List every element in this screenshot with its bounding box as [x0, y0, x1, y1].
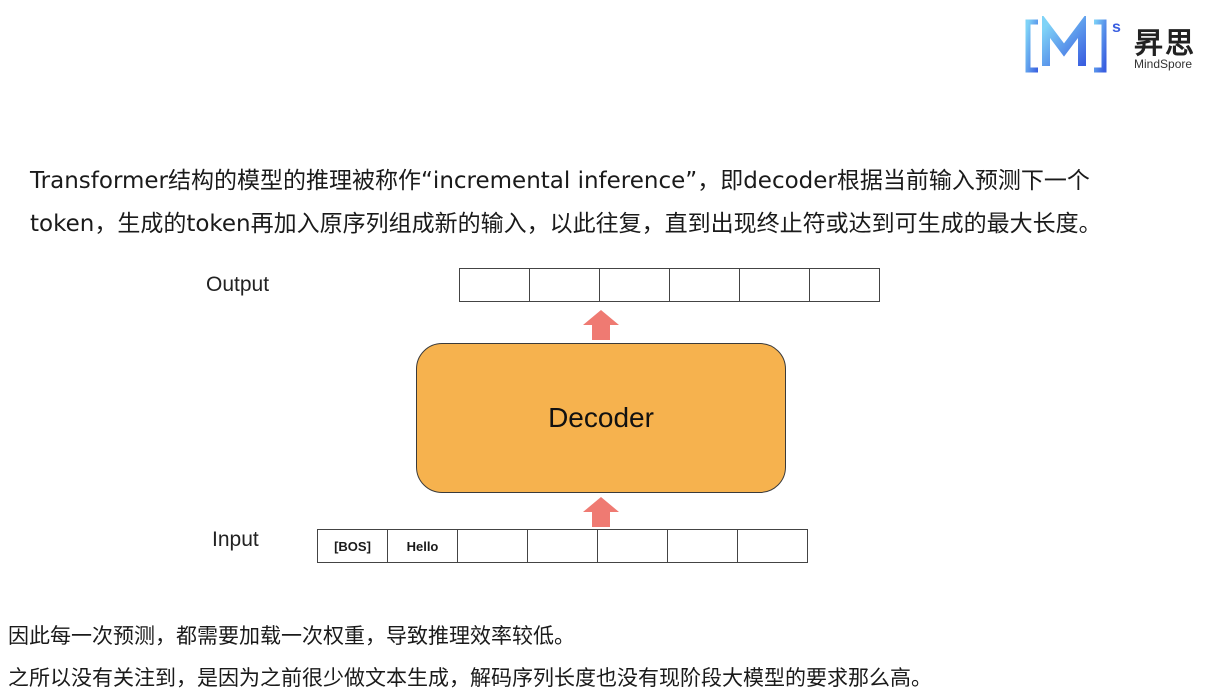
- decoder-label: Decoder: [548, 402, 654, 433]
- input-token-cell: Hello: [387, 529, 458, 563]
- input-token-row: [BOS] Hello: [317, 529, 808, 563]
- output-token-cell: [529, 268, 600, 302]
- input-token-cell: [457, 529, 528, 563]
- input-label: Input: [212, 528, 259, 551]
- input-token-cell: [737, 529, 808, 563]
- output-token-cell: [599, 268, 670, 302]
- intro-paragraph: Transformer结构的模型的推理被称作“incremental infer…: [30, 168, 1102, 237]
- output-token-cell: [459, 268, 530, 302]
- logo-name-cn: 昇思: [1134, 26, 1197, 60]
- output-token-cell: [809, 268, 880, 302]
- decoder-block: Decoder: [416, 343, 786, 493]
- note-line-1: 因此每一次预测，都需要加载一次权重，导致推理效率较低。: [8, 624, 575, 648]
- input-token-cell: [BOS]: [317, 529, 388, 563]
- logo-superscript: s: [1112, 19, 1121, 36]
- input-token-cell: [597, 529, 668, 563]
- input-token-cell: [667, 529, 738, 563]
- output-token-row: [459, 268, 880, 302]
- output-token-cell: [739, 268, 810, 302]
- output-token-cell: [669, 268, 740, 302]
- up-arrow-icon: [583, 310, 619, 340]
- note-line-2: 之所以没有关注到，是因为之前很少做文本生成，解码序列长度也没有现阶段大模型的要求…: [8, 666, 932, 690]
- input-token-cell: [527, 529, 598, 563]
- mindspore-logo: s 昇思 MindSpore: [1024, 16, 1210, 76]
- logo-mark: s: [1025, 16, 1121, 73]
- up-arrow-icon: [583, 497, 619, 527]
- logo-name-en: MindSpore: [1134, 57, 1193, 71]
- output-label: Output: [206, 273, 270, 296]
